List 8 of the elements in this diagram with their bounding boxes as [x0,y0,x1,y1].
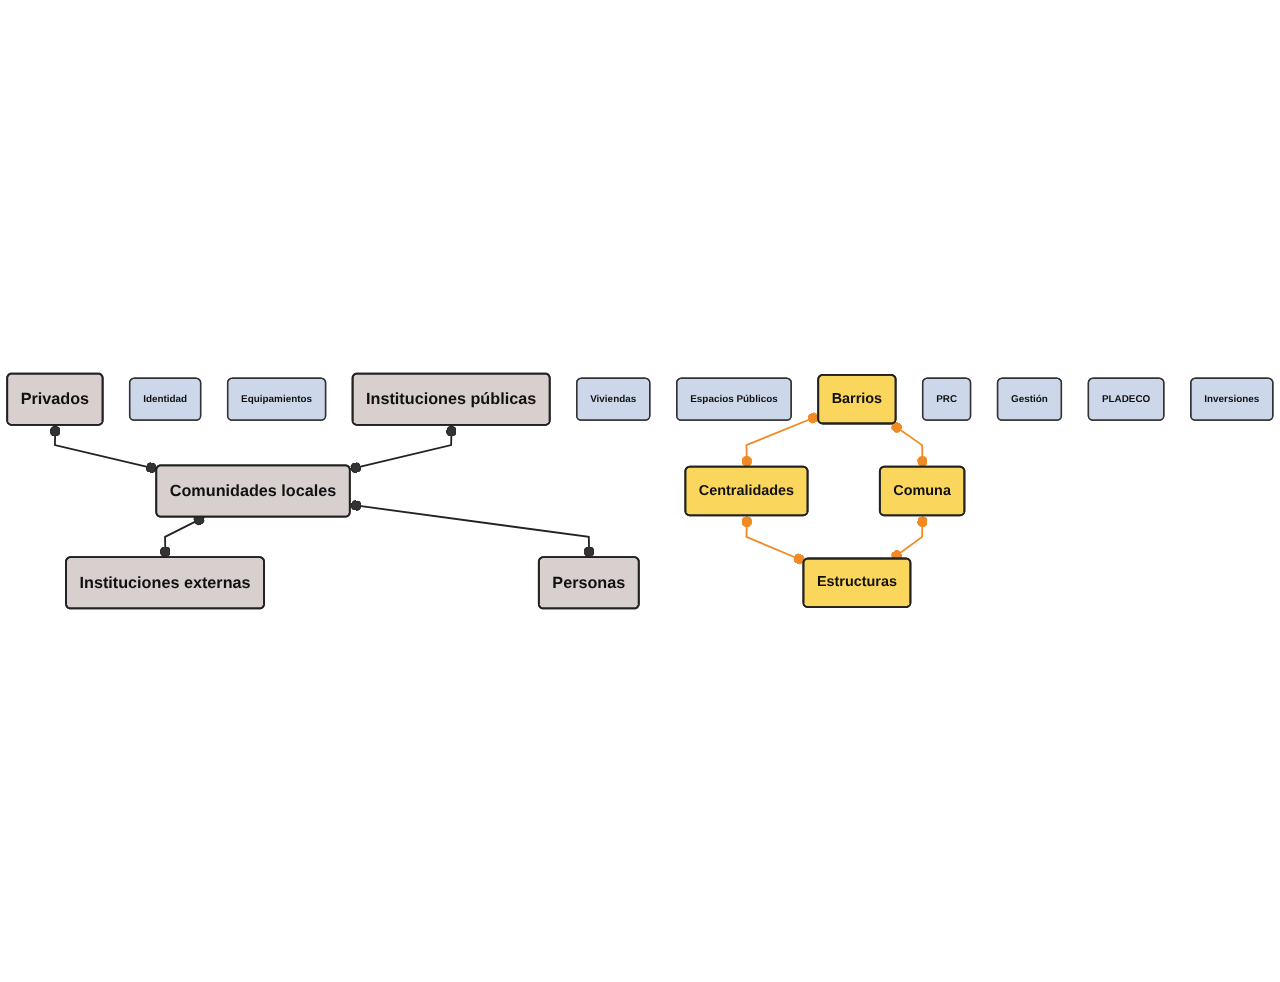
connector [891,421,928,469]
connector [49,424,158,474]
connector [349,424,457,474]
connector [891,514,928,561]
connector [741,514,806,565]
connector [349,500,595,559]
connector [159,514,206,559]
connector [741,412,820,469]
